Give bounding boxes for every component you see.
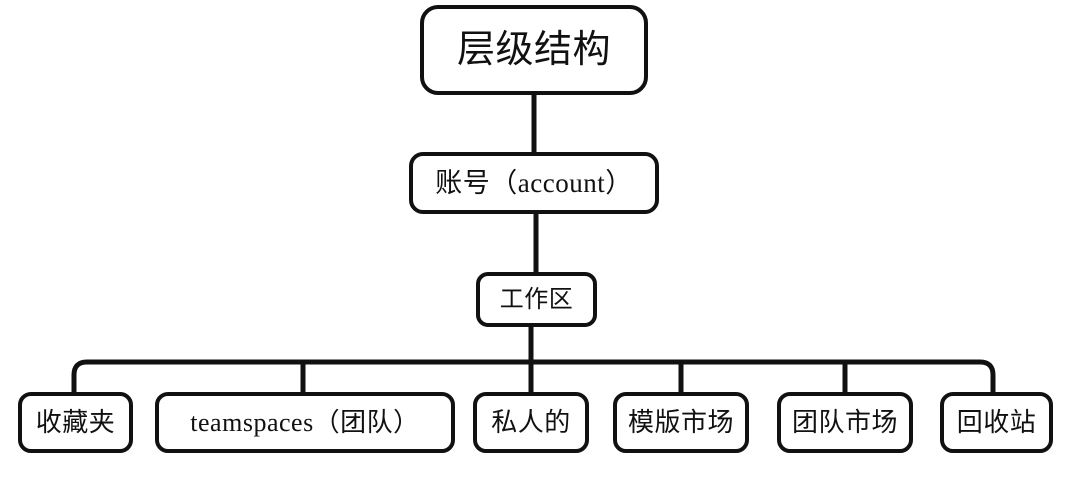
- node-workspace[interactable]: 工作区: [476, 272, 597, 327]
- node-leaf-label: 收藏夹: [35, 407, 116, 437]
- node-leaf-teamspaces[interactable]: teamspaces（团队）: [155, 392, 455, 453]
- edge-bus: [71, 359, 996, 392]
- node-leaf-private[interactable]: 私人的: [473, 392, 589, 453]
- node-root[interactable]: 层级结构: [420, 5, 648, 95]
- node-account-label: 账号（account）: [435, 167, 633, 198]
- node-leaf-trash[interactable]: 回收站: [940, 392, 1053, 453]
- node-root-label: 层级结构: [456, 29, 611, 71]
- node-leaf-favorites[interactable]: 收藏夹: [18, 392, 133, 453]
- node-leaf-label: 私人的: [491, 407, 571, 437]
- node-leaf-label: 团队市场: [791, 407, 898, 437]
- node-leaf-template-market[interactable]: 模版市场: [613, 392, 749, 453]
- node-leaf-label: 模版市场: [627, 407, 734, 437]
- node-leaf-label: teamspaces（团队）: [190, 407, 420, 437]
- node-leaf-team-market[interactable]: 团队市场: [777, 392, 913, 453]
- node-workspace-label: 工作区: [499, 286, 574, 313]
- node-leaf-label: 回收站: [956, 407, 1037, 437]
- node-account[interactable]: 账号（account）: [409, 152, 659, 214]
